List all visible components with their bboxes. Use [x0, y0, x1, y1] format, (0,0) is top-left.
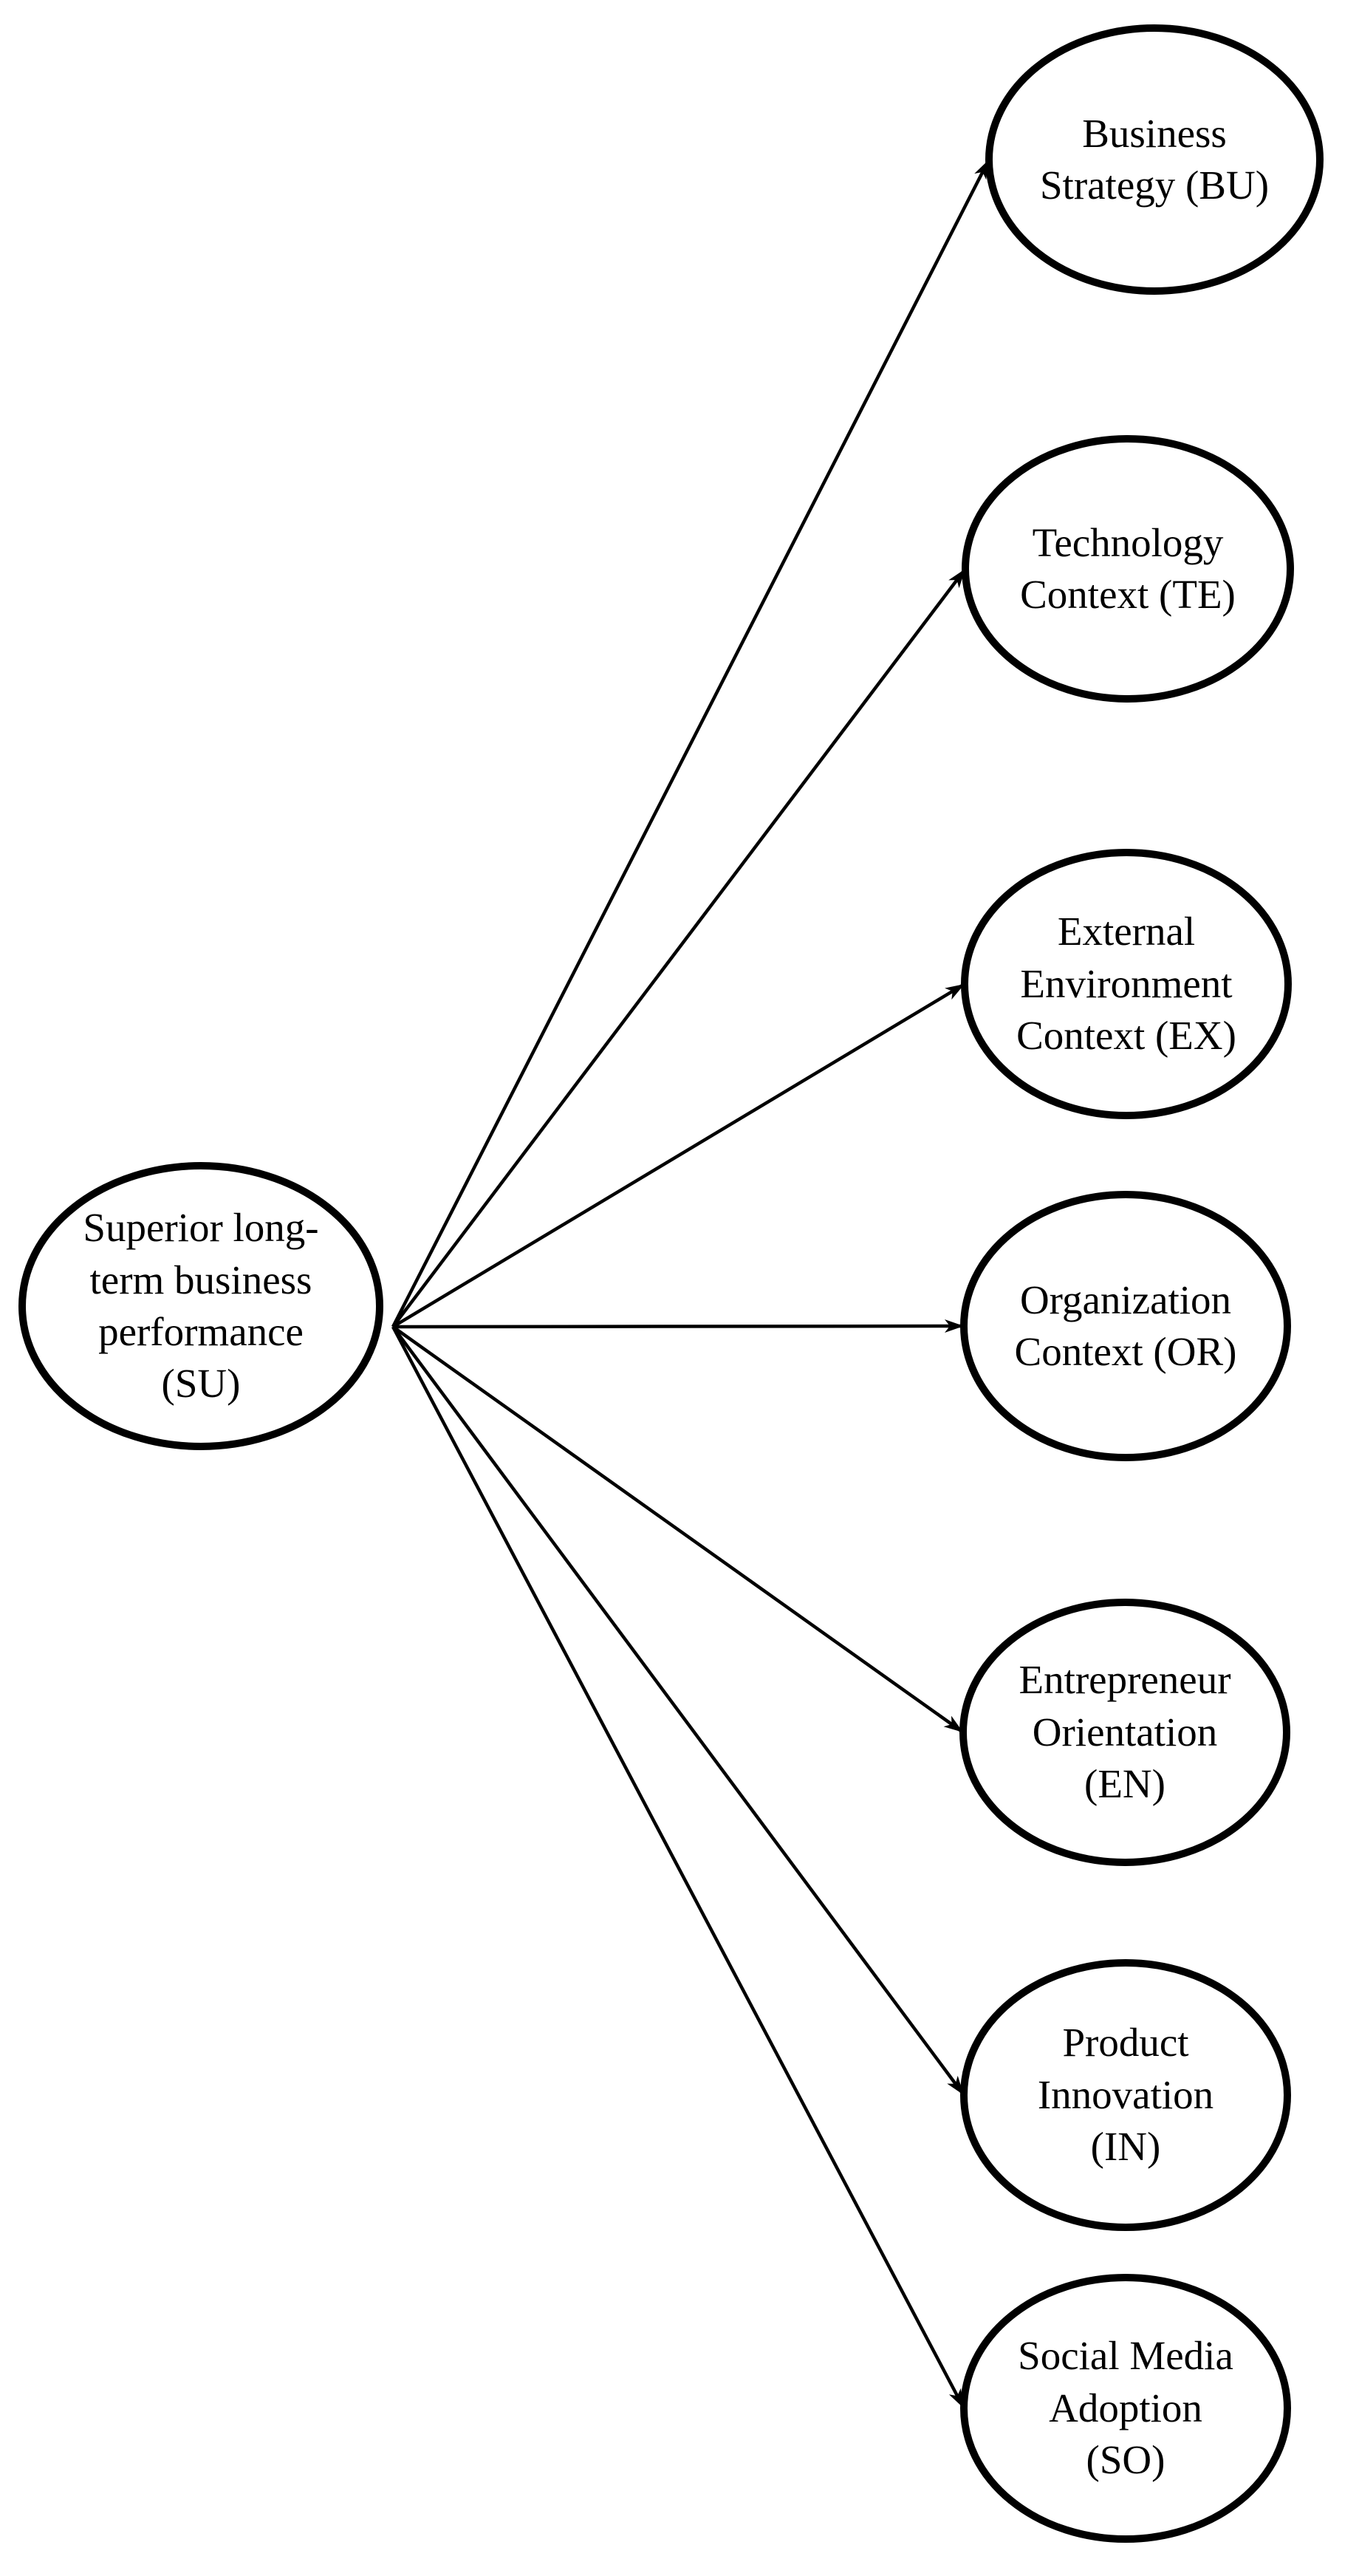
node-ellipse-ex — [961, 849, 1292, 1119]
edge-su-so — [391, 1325, 965, 2410]
node-ellipse-su — [18, 1162, 383, 1450]
node-ellipse-in — [960, 1959, 1291, 2231]
edge-su-in — [391, 1325, 965, 2097]
edge-su-te — [391, 567, 967, 1328]
edge-su-or — [392, 1319, 965, 1333]
node-ellipse-en — [959, 1599, 1290, 1866]
node-ellipse-so — [960, 2274, 1291, 2543]
edge-su-ex — [391, 983, 966, 1328]
edge-su-bu — [391, 158, 991, 1328]
edge-su-en — [391, 1325, 965, 1734]
node-ellipse-or — [960, 1191, 1291, 1461]
node-ellipse-bu — [985, 24, 1324, 295]
node-ellipse-te — [962, 435, 1294, 703]
